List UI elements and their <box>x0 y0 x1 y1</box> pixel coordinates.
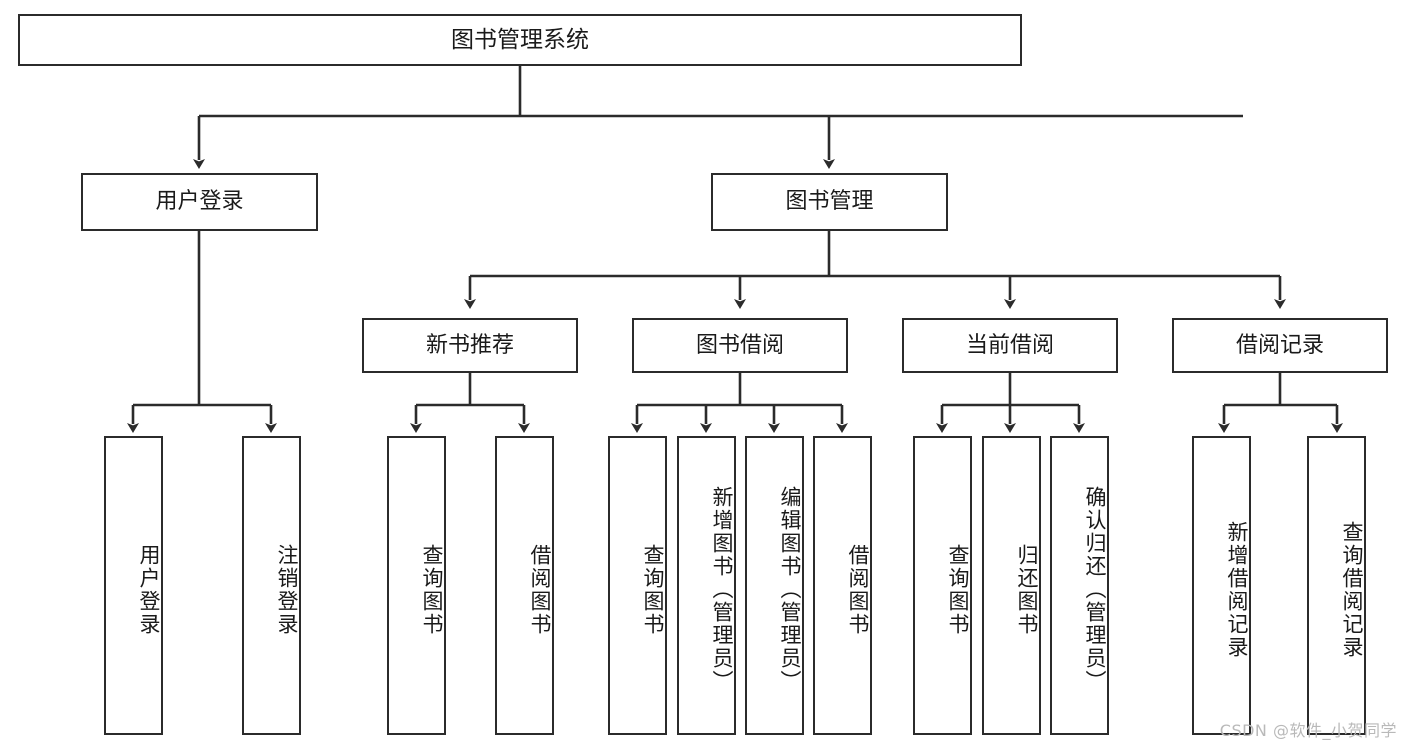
node-label: 新增图书（管理员） <box>710 486 734 693</box>
node-label: 确认归还（管理员） <box>1083 486 1107 693</box>
node-label: 新书推荐 <box>425 332 514 358</box>
leaf-add-borrow-record[interactable]: 新增借阅记录 <box>1192 436 1251 735</box>
node-label: 查询图书 <box>420 543 444 636</box>
leaf-return-book[interactable]: 归还图书 <box>982 436 1041 735</box>
leaf-add-book-admin[interactable]: 新增图书（管理员） <box>677 436 736 735</box>
leaf-edit-book-admin[interactable]: 编辑图书（管理员） <box>745 436 804 735</box>
leaf-user-login[interactable]: 用户登录 <box>104 436 163 735</box>
node-label: 借阅图书 <box>846 543 870 636</box>
node-current-borrow[interactable]: 当前借阅 <box>902 318 1118 373</box>
node-book-management[interactable]: 图书管理 <box>711 173 948 231</box>
leaf-user-logout[interactable]: 注销登录 <box>242 436 301 735</box>
node-label: 新增借阅记录 <box>1225 520 1249 659</box>
node-label: 当前借阅 <box>965 332 1054 358</box>
node-label: 查询图书 <box>641 543 665 636</box>
node-root-system[interactable]: 图书管理系统 <box>18 14 1022 66</box>
node-label: 用户登录 <box>155 189 244 215</box>
leaf-borrow-book-recommend[interactable]: 借阅图书 <box>495 436 554 735</box>
node-label: 用户登录 <box>137 543 161 636</box>
node-label: 图书管理系统 <box>451 26 589 53</box>
leaf-query-borrow-record[interactable]: 查询借阅记录 <box>1307 436 1366 735</box>
node-borrow-record[interactable]: 借阅记录 <box>1172 318 1388 373</box>
leaf-query-book-borrow[interactable]: 查询图书 <box>608 436 667 735</box>
leaf-borrow-book[interactable]: 借阅图书 <box>813 436 872 735</box>
leaf-confirm-return-admin[interactable]: 确认归还（管理员） <box>1050 436 1109 735</box>
node-label: 注销登录 <box>275 543 299 636</box>
leaf-query-book-current[interactable]: 查询图书 <box>913 436 972 735</box>
node-label: 图书借阅 <box>695 332 784 358</box>
leaf-query-book-recommend[interactable]: 查询图书 <box>387 436 446 735</box>
watermark-text: CSDN @软件_小贺同学 <box>1219 721 1397 740</box>
node-new-book-recommend[interactable]: 新书推荐 <box>362 318 578 373</box>
node-label: 借阅图书 <box>528 543 552 636</box>
node-label: 借阅记录 <box>1235 332 1324 358</box>
node-book-borrow[interactable]: 图书借阅 <box>632 318 848 373</box>
node-user-login[interactable]: 用户登录 <box>81 173 318 231</box>
node-label: 图书管理 <box>785 189 874 215</box>
node-label: 归还图书 <box>1015 543 1039 636</box>
node-label: 查询图书 <box>946 543 970 636</box>
node-label: 查询借阅记录 <box>1340 520 1364 659</box>
node-label: 编辑图书（管理员） <box>778 486 802 693</box>
